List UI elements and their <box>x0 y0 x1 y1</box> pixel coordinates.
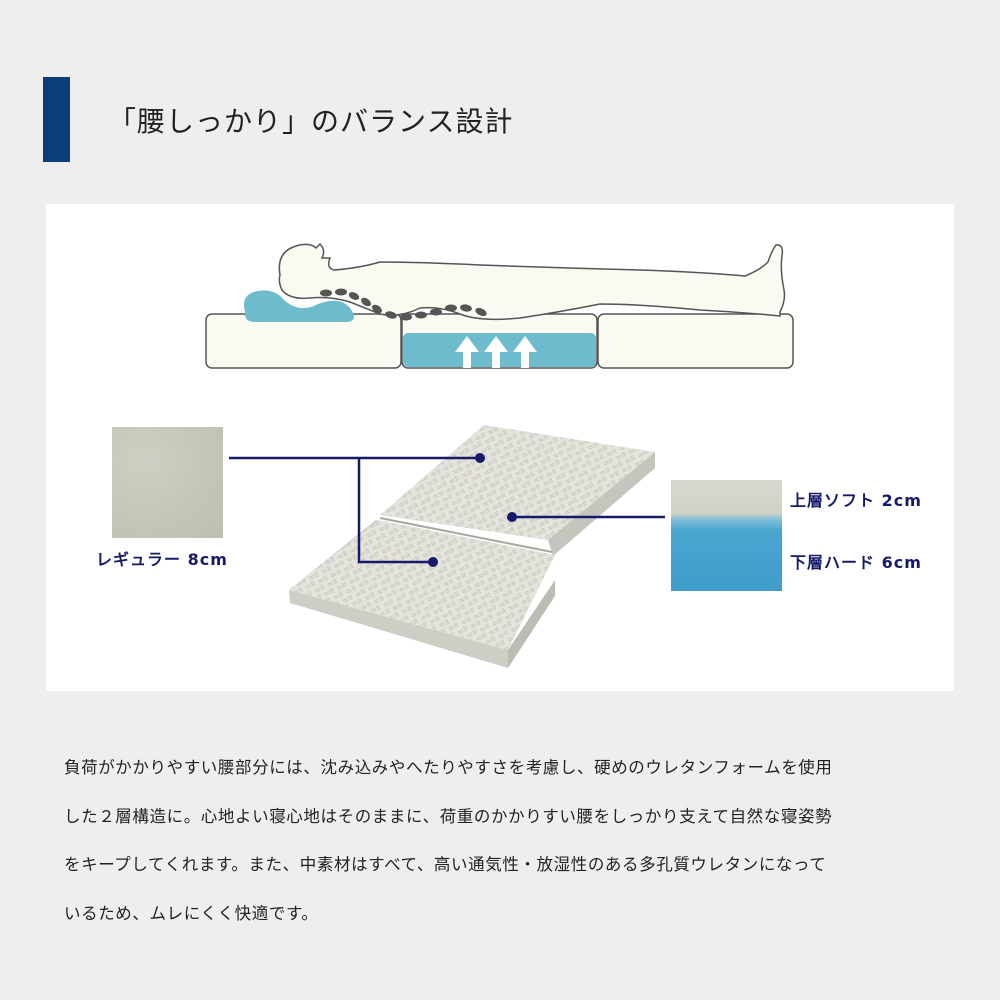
lower-layer-label: 下層ハード 6cm <box>790 553 922 572</box>
description-line: をキープしてくれます。また、中素材はすべて、高い通気性・放湿性のある多孔質ウレタ… <box>64 855 827 874</box>
description-text: 負荷がかかりやすい腰部分には、沈み込みやへたりやすさを考慮し、硬めのウレタンフォ… <box>64 744 944 938</box>
upper-layer-label: 上層ソフト 2cm <box>790 491 922 510</box>
pillow-icon <box>243 290 354 322</box>
mattress-sections-icon <box>205 313 794 369</box>
description-line: いるため、ムレにくく快適です。 <box>64 903 319 923</box>
page-title: 「腰しっかり」のバランス設計 <box>108 105 514 138</box>
regular-foam-label: レギュラー 8cm <box>96 550 228 569</box>
spine-dots-icon <box>320 288 487 321</box>
title-accent-bar <box>43 77 70 162</box>
callout-lines <box>229 456 665 564</box>
support-arrows-icon <box>455 336 537 368</box>
description-line: した２層構造に。心地よい寝心地はそのままに、荷重のかかりすい腰をしっかり支えて自… <box>64 806 833 826</box>
regular-foam-swatch <box>112 427 223 538</box>
description-line: 負荷がかかりやすい腰部分には、沈み込みやへたりやすさを考慮し、硬めのウレタンフォ… <box>64 758 833 777</box>
person-silhouette-icon <box>278 242 786 321</box>
mattress-product-image <box>289 425 655 668</box>
callout-dots-icon <box>428 453 517 567</box>
two-layer-foam-swatch <box>671 480 782 591</box>
